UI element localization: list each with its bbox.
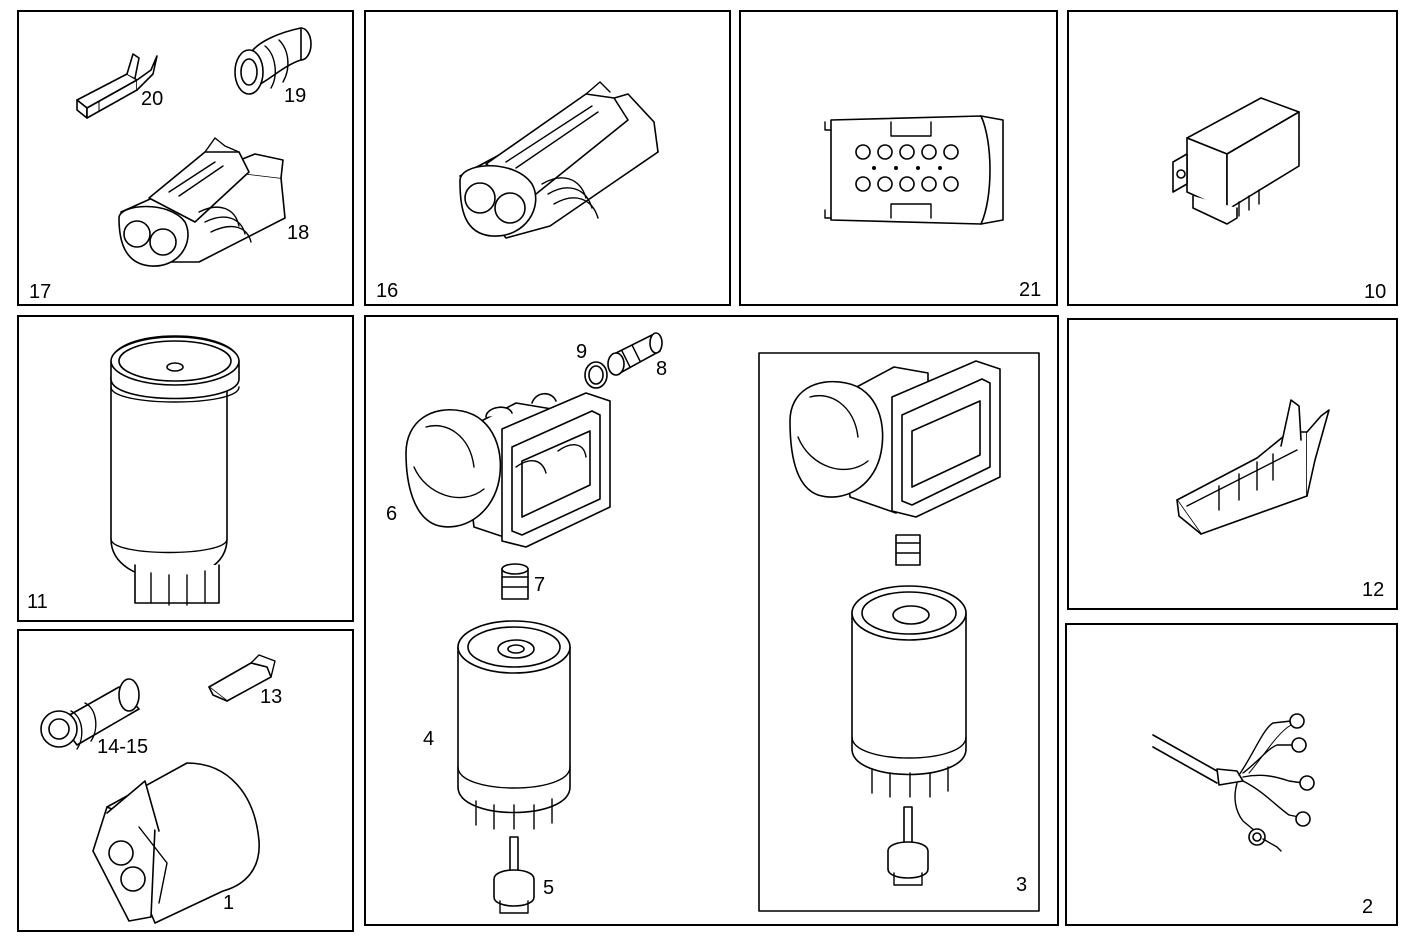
sensor-part-5 xyxy=(493,836,535,914)
part-label-12: 12 xyxy=(1362,579,1385,601)
parts-2-drawing xyxy=(1152,713,1315,852)
o-ring-part-9 xyxy=(584,361,608,389)
panel-12: 12 xyxy=(1067,318,1398,610)
part-label-20: 20 xyxy=(141,88,164,110)
filter-part-4 xyxy=(457,620,571,830)
parts-17-drawing xyxy=(76,27,312,267)
parts-1-drawing xyxy=(40,654,276,924)
parts-16-drawing xyxy=(459,81,659,239)
panel-fuel-filter-assembly: 9 8 6 7 4 5 3 xyxy=(364,315,1059,926)
part-label-19: 19 xyxy=(284,85,307,107)
part-label-21: 21 xyxy=(1019,279,1042,301)
part-label-10: 10 xyxy=(1364,281,1387,303)
part-label-18: 18 xyxy=(287,222,310,244)
part-label-9: 9 xyxy=(576,341,588,363)
wiring-harness-part-2 xyxy=(1152,713,1315,852)
part-label-16: 16 xyxy=(376,280,399,302)
part-label-1: 1 xyxy=(223,892,235,914)
part-label-17: 17 xyxy=(29,281,52,303)
relay-part-10 xyxy=(1172,97,1300,225)
parts-12-drawing xyxy=(1176,399,1330,535)
panel-17: 17 20 19 18 xyxy=(17,10,354,306)
part-label-8: 8 xyxy=(656,358,668,380)
parts-11-drawing xyxy=(110,335,240,606)
part-label-6: 6 xyxy=(386,503,398,525)
part-label-11: 11 xyxy=(27,591,48,613)
part-label-5: 5 xyxy=(543,877,555,899)
parts-21-drawing xyxy=(824,115,1004,225)
terminal-part-20 xyxy=(76,53,158,119)
panel-16: 16 xyxy=(364,10,731,306)
seal-part-19 xyxy=(234,27,312,95)
seal-part-14-15 xyxy=(40,678,140,750)
housing-part-1 xyxy=(92,762,260,924)
terminal-part-12 xyxy=(1176,399,1330,535)
part-label-2: 2 xyxy=(1362,896,1374,918)
filter-cartridge-part-11 xyxy=(110,335,240,606)
part-label-4: 4 xyxy=(423,728,435,750)
fitting-part-8 xyxy=(607,332,663,376)
assembly-drawing xyxy=(405,332,1040,914)
part-label-14-15: 14-15 xyxy=(97,736,149,758)
connector-part-18 xyxy=(118,137,286,267)
nipple-part-7 xyxy=(501,563,529,600)
connector-part-16 xyxy=(459,81,659,239)
assembly-part-3 xyxy=(789,360,1001,886)
part-label-13: 13 xyxy=(260,686,283,708)
panel-1: 13 14-15 1 xyxy=(17,629,354,932)
panel-11: 11 xyxy=(17,315,354,622)
parts-10-drawing xyxy=(1172,97,1300,225)
inset-box-part-3 xyxy=(758,352,1040,912)
part-label-7: 7 xyxy=(534,574,546,596)
panel-10: 10 xyxy=(1067,10,1398,306)
panel-21: 21 xyxy=(739,10,1058,306)
filter-head-part-6 xyxy=(405,392,611,548)
part-label-3: 3 xyxy=(1016,874,1028,896)
connector-block-part-21 xyxy=(824,115,1004,225)
panel-2: 2 xyxy=(1065,623,1398,926)
terminal-part-13 xyxy=(208,654,276,702)
